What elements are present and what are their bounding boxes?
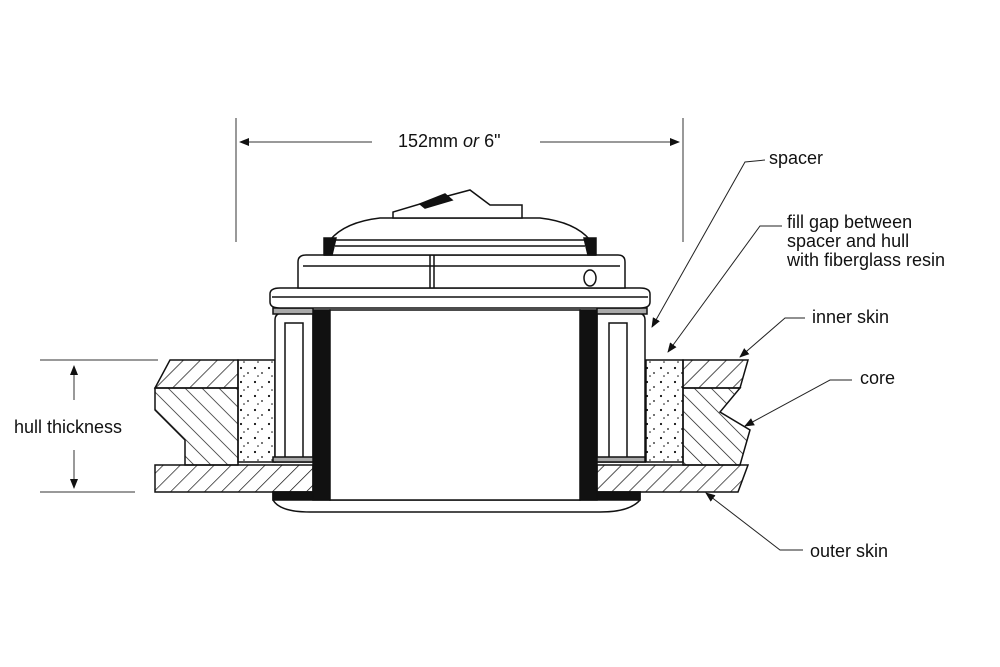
left-hull-section	[153, 359, 314, 493]
width-dimension-label: 152mm or 6"	[398, 132, 500, 151]
label-fill-gap-1: fill gap between	[787, 212, 913, 232]
label-hull-thickness: hull thickness	[14, 417, 123, 437]
label-spacer: spacer	[769, 148, 824, 168]
label-outer-skin: outer skin	[810, 541, 889, 561]
label-core: core	[860, 368, 896, 388]
label-fill-gap-2: spacer and hull	[787, 231, 910, 251]
leader-lines	[651, 159, 852, 551]
dimension-connector: or	[463, 131, 480, 151]
right-hull-section	[596, 359, 751, 493]
width-dimension	[235, 118, 684, 242]
fitting	[269, 189, 651, 513]
dimension-imperial: 6"	[484, 131, 501, 151]
hull-thickness-dimension	[40, 359, 158, 493]
dimension-metric: 152mm	[398, 131, 459, 151]
label-fill-gap-3: with fiberglass resin	[787, 250, 946, 270]
label-inner-skin: inner skin	[812, 307, 890, 327]
